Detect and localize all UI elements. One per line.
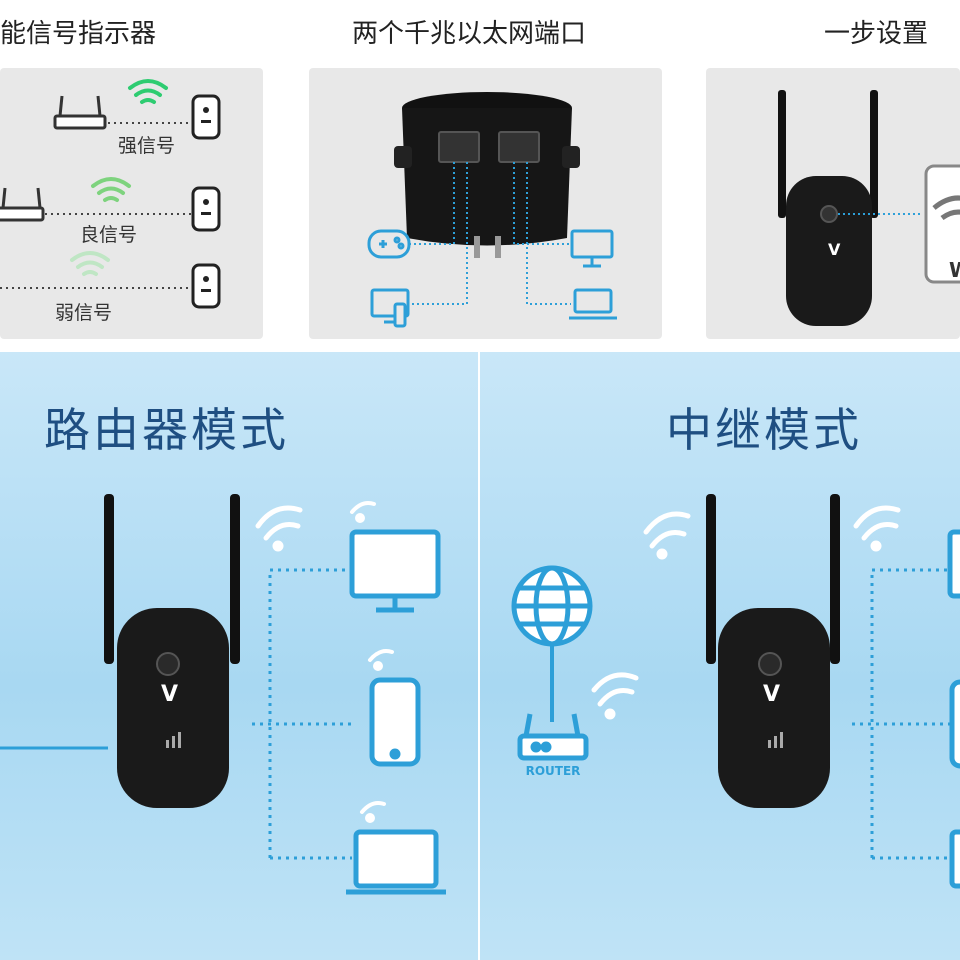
router-icon [0,187,45,222]
smartphone-icon [949,679,960,769]
laptop-icon [346,829,446,895]
heading-gigabit-ports: 两个千兆以太网端口 [352,19,587,49]
panel-one-step-setup: V W [706,68,960,339]
wifi-icon [643,511,691,560]
wifi-icon [255,505,303,552]
device-logo: V [828,240,841,259]
extender-device [778,90,878,326]
wifi-icon [591,672,639,720]
signal-level-strong: 强信号 [118,135,176,157]
panel-gigabit-ports [309,68,662,339]
laptop-icon [569,288,617,320]
wifi-good-icon [91,177,131,202]
signal-level-weak: 弱信号 [55,302,113,324]
router-icon [517,713,589,761]
panel-router-mode: V [0,352,478,960]
wifi-icon [350,501,376,523]
laptop-icon [949,829,960,889]
heading-smart-signal: 能信号指示器 [0,19,157,49]
monitor-icon [570,229,614,268]
extender-device [706,494,840,808]
repeater-icon [191,263,221,309]
signal-level-good: 良信号 [80,224,138,246]
router-mode-title: 路由器模式 [44,403,289,457]
heading-one-step-setup: 一步设置 [824,19,929,49]
device-logo: V [763,682,781,707]
tv-icon [370,288,410,328]
wifi-icon [853,505,901,552]
gamepad-icon [367,229,411,259]
router-icon [53,95,107,130]
extender-device [104,494,240,808]
panel-repeater-mode: V [480,352,960,960]
wifi-strong-icon [128,79,168,104]
router-label: ROUTER [525,764,581,778]
desktop-monitor-icon [349,529,441,613]
setup-card [924,164,960,284]
wifi-icon [368,649,394,671]
repeater-icon [191,94,221,140]
smartphone-icon [369,677,421,767]
desktop-monitor-icon [947,529,960,599]
repeater-icon [191,186,221,232]
globe-icon [511,565,593,647]
wifi-icon [360,801,386,823]
wifi-weak-icon [70,251,110,276]
device-logo: V [161,682,179,707]
repeater-mode-title: 中继模式 [666,403,862,457]
panel-signal-indicator: 强信号 良信号 弱信号 [0,68,263,339]
extender-back-view [394,92,580,258]
partial-wps-label: W [949,258,960,282]
